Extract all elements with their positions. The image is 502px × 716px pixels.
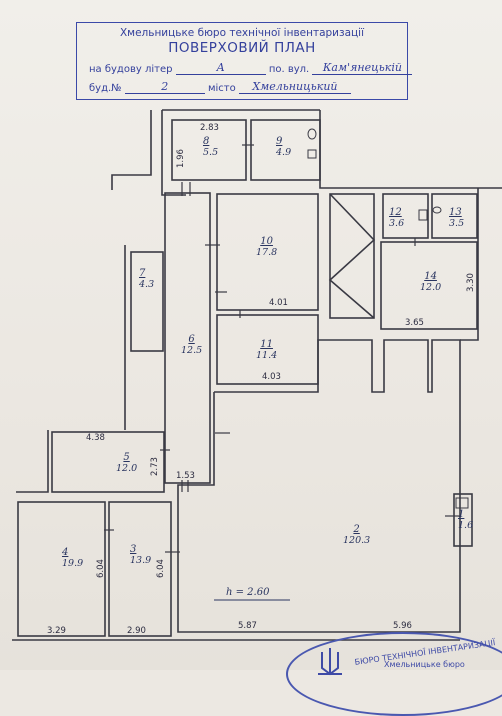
dimension-label: 4.03 [262,372,281,382]
room-5-outline [51,431,165,493]
room-6-number: 6 [188,334,195,345]
room-8-label: 8 5.5 [203,136,218,158]
dimension-label: 2.73 [150,457,160,476]
room-14-number: 14 [424,271,437,282]
room-7-area: 4.3 [139,279,155,290]
room-13-label: 13 3.5 [449,207,464,229]
room-4-area: 19.9 [62,558,84,569]
dimension-label: 6.04 [156,559,166,578]
room-1-area: 1.6 [458,520,474,531]
room-14-area: 12.0 [420,282,442,293]
stamp-city-label: місто [207,83,236,94]
stair-outline [329,193,375,319]
room-4-number: 4 [62,547,69,558]
seal-text-bottom: Хмельницьке бюро [384,660,465,669]
dimension-label: 3.30 [466,273,476,292]
room-11-label: 11 11.4 [256,339,277,361]
ceiling-height-label: h = 2.60 [226,587,270,598]
room-6-area: 12.5 [181,345,203,356]
dimension-label: 5.87 [238,621,257,631]
room-12-area: 3.6 [389,218,405,229]
toilet-fixture [418,209,428,221]
stamp-org: Хмельницьке бюро технічної інвентаризаці… [119,27,365,39]
room-12-label: 12 3.6 [389,207,404,229]
room-5-number: 5 [123,452,130,463]
room-2-area: 120.3 [343,535,371,546]
room-12-outline [382,193,429,239]
room-13-number: 13 [449,207,462,218]
stamp-building-label: на будову літер [89,64,173,75]
room-3-number: 3 [130,544,137,555]
room-3-outline [108,501,172,637]
stamp-city-value: Хмельницький [252,80,338,93]
room-13-area: 3.5 [449,218,465,229]
room-10-outline [216,193,319,311]
toilet-fixture [432,206,442,214]
dimension-label: 1.96 [176,149,186,168]
stamp-bud-value: 2 [161,80,169,93]
official-seal: БЮРО ТЕХНІЧНОЇ ІНВЕНТАРИЗАЦІЇ Хмельницьк… [286,632,502,716]
wall-segment [161,110,186,196]
dimension-label: 2.90 [127,626,146,636]
room-1-outline [453,493,473,547]
dimension-label: 3.65 [405,318,424,328]
room-4-label: 4 19.9 [62,547,83,569]
room-13-outline [431,193,478,239]
stamp-row-house: буд.№ 2 місто Хмельницький [89,80,351,94]
stamp-building-value: А [216,61,225,74]
room-9-number: 9 [276,136,283,147]
room-12-number: 12 [389,207,402,218]
room-5-label: 5 12.0 [116,452,137,474]
room-2-label: 2 120.3 [343,524,370,546]
dimension-label: 5.96 [393,621,412,631]
room-7-outline [130,251,164,352]
dimension-label: 4.01 [269,298,288,308]
room-3-area: 13.9 [130,555,152,566]
dimension-label: 6.04 [96,559,106,578]
room-4-outline [17,501,106,637]
dimension-label: 2.83 [200,123,219,133]
floor-plan [12,109,502,641]
stamp-street-value: Кам'янецькій [322,61,402,74]
room-9-label: 9 4.9 [276,136,291,158]
room-10-label: 10 17.8 [256,236,277,258]
dimension-label: 1.53 [176,471,195,481]
room-2-outline [177,339,461,633]
plan-sheet [0,0,502,670]
room-11-number: 11 [260,339,273,350]
room-7-label: 7 4.3 [139,268,154,290]
room-10-area: 17.8 [256,247,278,258]
stamp-street-label: по. вул. [268,64,310,75]
room-5-area: 12.0 [116,463,138,474]
room-14-label: 14 12.0 [420,271,441,293]
sink-fixture [307,149,317,159]
wall-segment [460,188,479,341]
title-stamp: Хмельницьке бюро технічної інвентаризаці… [76,22,413,100]
room-6-label: 6 12.5 [181,334,202,356]
room-3-label: 3 13.9 [130,544,151,566]
room-10-number: 10 [260,236,273,247]
room-8-number: 8 [203,136,210,147]
room-2-number: 2 [353,524,360,535]
room-1-number: 1 [458,509,465,520]
wall-segment [16,430,49,493]
dimension-label: 3.29 [47,626,66,636]
room-11-area: 11.4 [256,350,278,361]
room-1-label: 1 1.6 [458,509,473,531]
stamp-bud-label: буд.№ [89,83,122,94]
wall-segment [319,110,502,189]
room-9-area: 4.9 [276,147,292,158]
room-8-area: 5.5 [203,147,219,158]
sink-fixture [455,497,469,509]
dimension-label: 4.38 [86,433,105,443]
stamp-title: ПОВЕРХОВИЙ ПЛАН [168,40,316,56]
wall-segment [111,110,152,190]
stamp-row-building: на будову літер А по. вул. Кам'янецькій [89,61,413,75]
stair-zigzag [328,193,376,319]
room-14-outline [380,241,478,330]
toilet-fixture [307,128,317,140]
room-7-number: 7 [139,268,146,279]
room-8-outline [171,119,247,181]
trident-icon [318,648,342,676]
